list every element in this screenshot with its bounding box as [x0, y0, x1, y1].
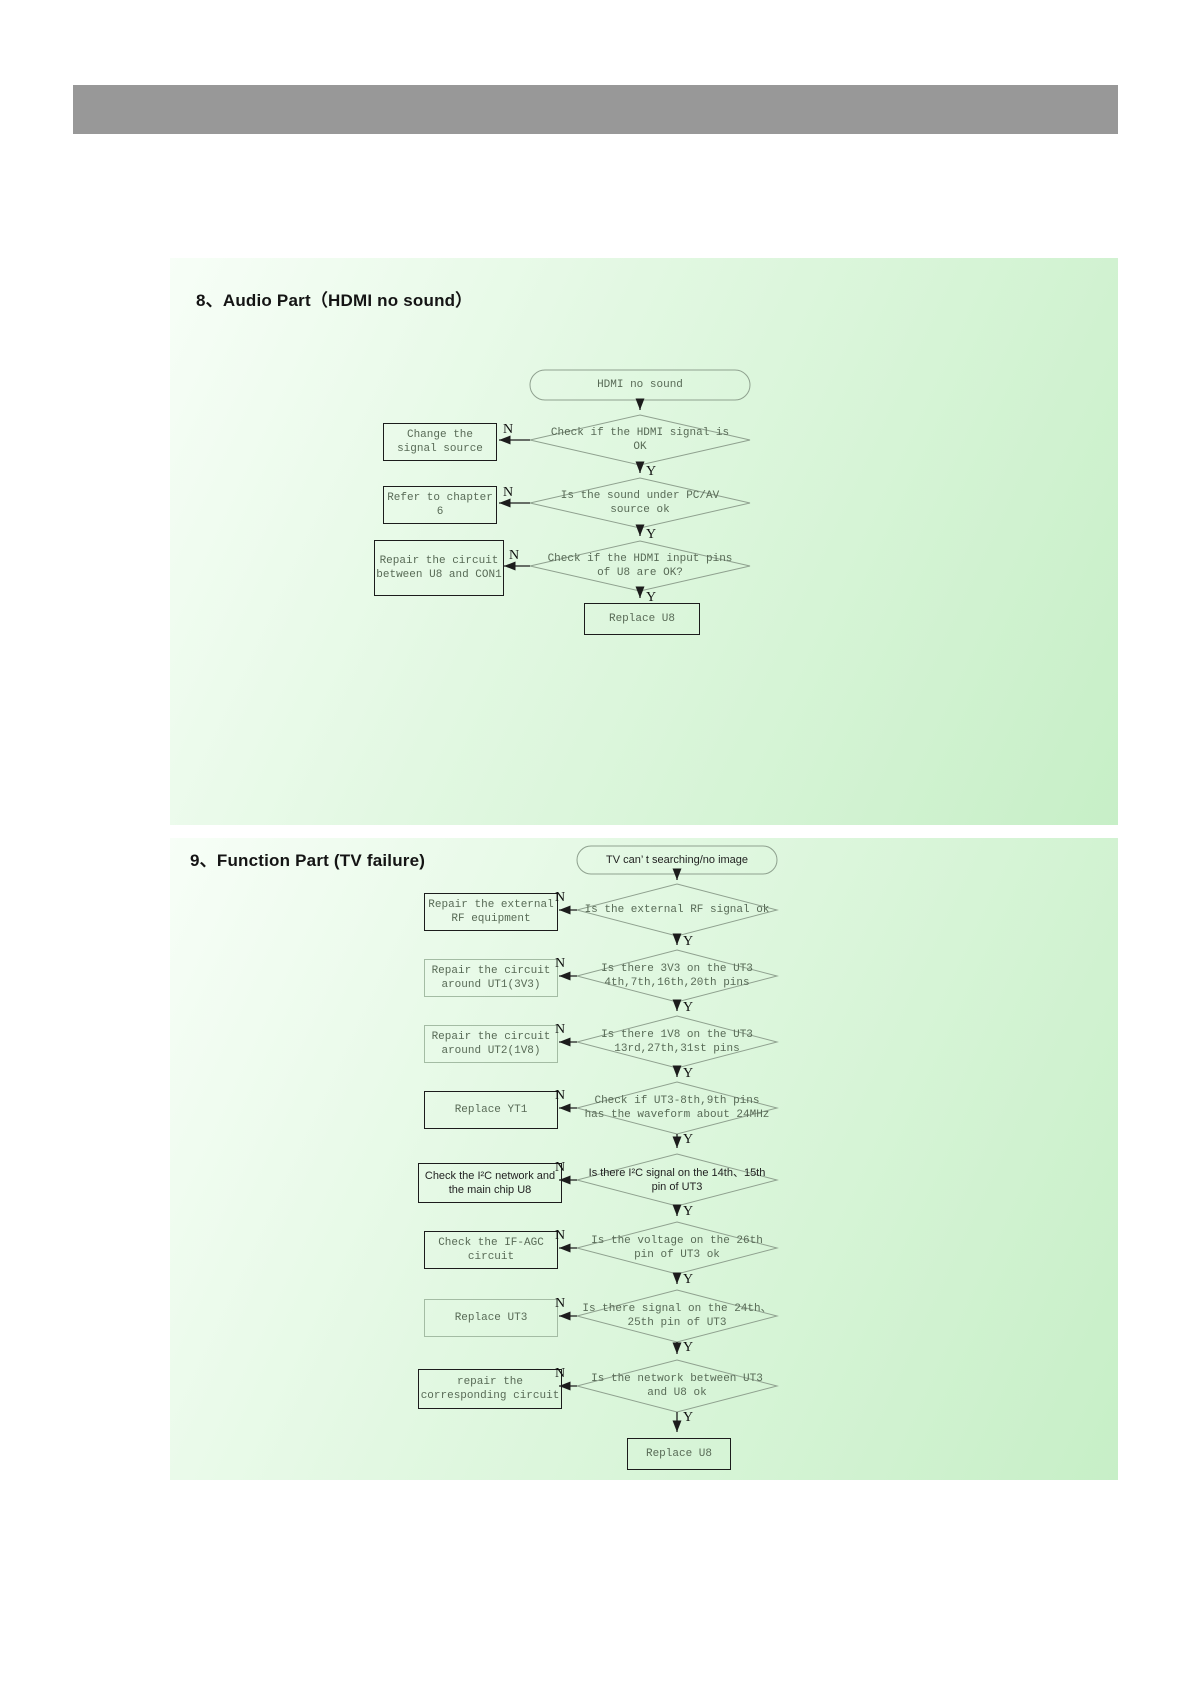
end-box: Replace U8 — [584, 603, 700, 635]
question-diamond-3: Is there 1V8 on the UT3 13rd,27th,31st p… — [601, 1028, 753, 1055]
y-label: Y — [683, 934, 694, 949]
action-box-4: Replace YT1 — [424, 1091, 558, 1129]
n-label: N — [555, 1296, 566, 1311]
question-diamond-3: Check if the HDMI input pins of U8 are O… — [547, 552, 733, 579]
y-label: Y — [646, 464, 657, 479]
y-label: Y — [683, 1410, 694, 1425]
y-label: Y — [683, 1000, 694, 1015]
question-diamond-1: Check if the HDMI signal is OK — [550, 426, 730, 453]
action-box-1: Repair the external RF equipment — [424, 893, 558, 931]
n-label: N — [503, 422, 514, 437]
question-diamond-7: Is there signal on the 24th、25th pin of … — [582, 1302, 772, 1329]
n-label: N — [509, 548, 520, 563]
start-node-label: HDMI no sound — [597, 378, 683, 391]
action-box-3: Repair the circuit between U8 and CON1 — [374, 540, 504, 596]
y-label: Y — [683, 1204, 694, 1219]
n-label: N — [555, 1088, 566, 1103]
action-box-1: Change the signal source — [383, 423, 497, 461]
n-label: N — [555, 890, 566, 905]
action-box-7: Replace UT3 — [424, 1299, 558, 1337]
question-diamond-2: Is the sound under PC/AV source ok — [560, 489, 720, 516]
n-label: N — [555, 1160, 566, 1175]
function-flowchart-canvas — [559, 845, 779, 1432]
question-diamond-4: Check if UT3-8th,9th pins has the wavefo… — [584, 1094, 770, 1121]
header-bar — [73, 85, 1118, 134]
y-label: Y — [646, 527, 657, 542]
n-label: N — [555, 1366, 566, 1381]
question-diamond-5: Is there I²C signal on the 14th、15th pin… — [588, 1166, 766, 1193]
n-label: N — [555, 1022, 566, 1037]
action-box-6: Check the IF-AGC circuit — [424, 1231, 558, 1269]
n-label: N — [555, 1228, 566, 1243]
question-diamond-1: Is the external RF signal ok — [584, 903, 770, 916]
action-box-3: Repair the circuit around UT2(1V8) — [424, 1025, 558, 1063]
connector-arrows — [559, 868, 682, 1432]
y-label: Y — [683, 1272, 694, 1287]
audio-flowchart-canvas — [499, 369, 751, 598]
section-9-heading: 9、Function Part (TV failure) — [190, 851, 426, 870]
action-box-5: Check the I²C network and the main chip … — [418, 1163, 562, 1203]
question-diamond-8: Is the network between UT3 and U8 ok — [591, 1372, 763, 1399]
y-label: Y — [646, 590, 657, 605]
y-label: Y — [683, 1132, 694, 1147]
start-node-label: TV can’ t searching/no image — [605, 853, 749, 866]
function-part-panel: 9、Function Part (TV failure) — [170, 838, 1118, 1480]
end-box: Replace U8 — [627, 1438, 731, 1470]
action-box-8: repair the corresponding circuit — [418, 1369, 562, 1409]
y-label: Y — [683, 1340, 694, 1355]
action-box-2: Refer to chapter 6 — [383, 486, 497, 524]
n-label: N — [503, 485, 514, 500]
audio-part-panel: 8、Audio Part（HDMI no sound） HDMI no — [170, 258, 1118, 825]
section-8-heading: 8、Audio Part（HDMI no sound） — [196, 291, 473, 310]
question-diamond-2: Is there 3V3 on the UT3 4th,7th,16th,20t… — [601, 962, 753, 989]
question-diamond-6: Is the voltage on the 26th pin of UT3 ok — [591, 1234, 763, 1261]
n-label: N — [555, 956, 566, 971]
action-box-2: Repair the circuit around UT1(3V3) — [424, 959, 558, 997]
y-label: Y — [683, 1066, 694, 1081]
connector-arrows — [499, 398, 645, 598]
